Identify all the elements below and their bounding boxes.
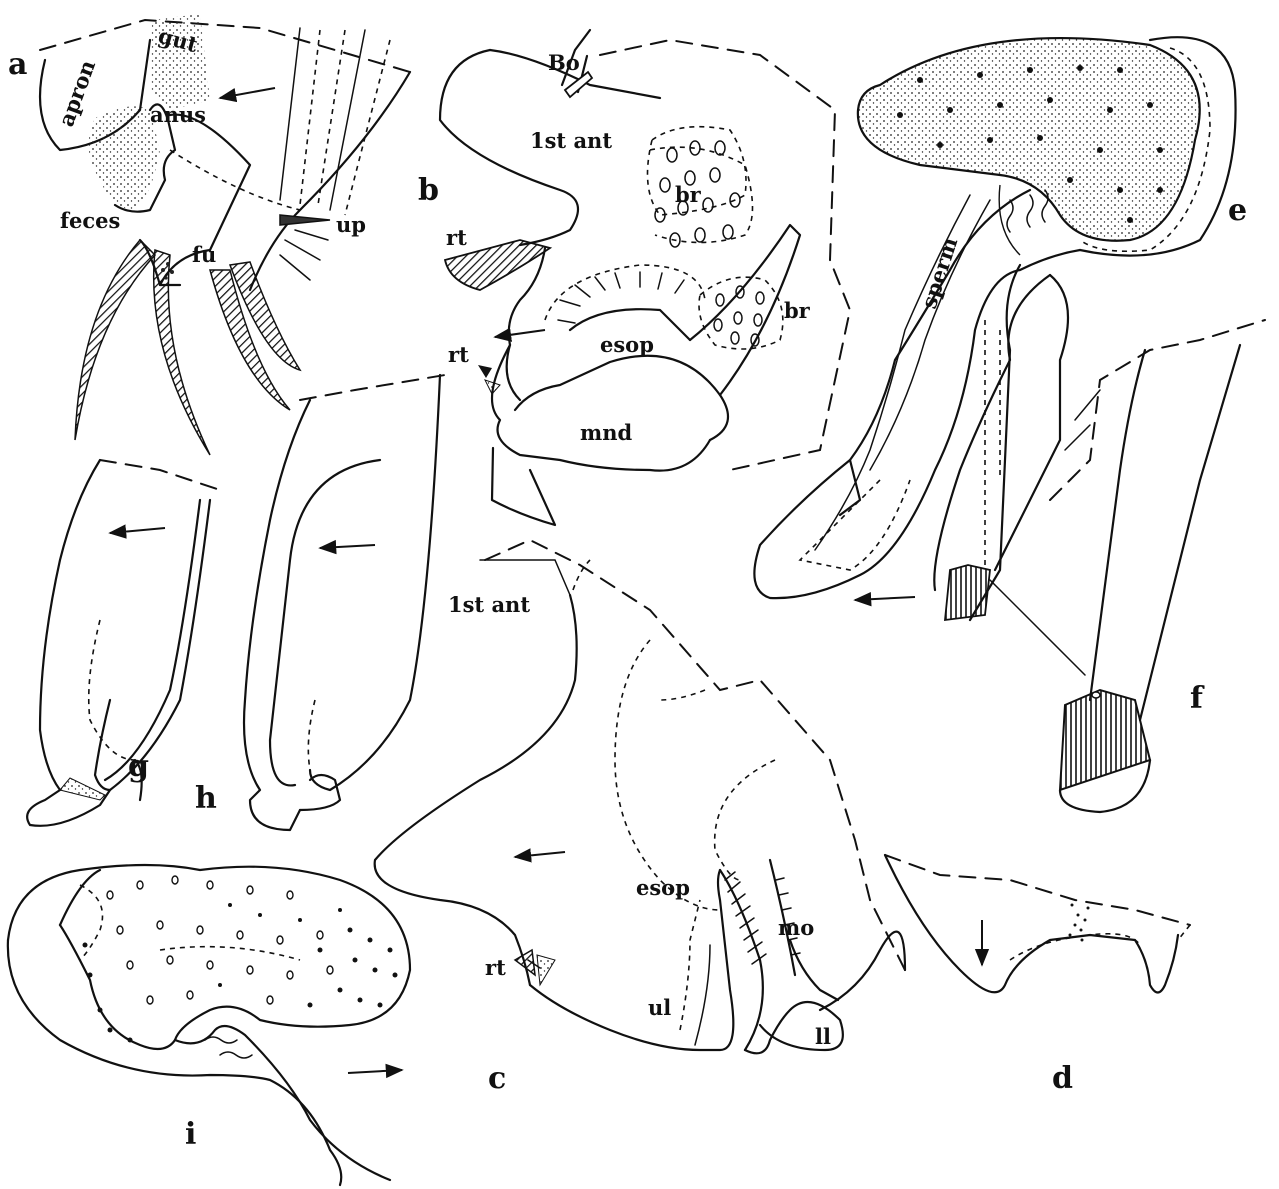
panel-b-drawing [440, 30, 850, 525]
panel-i-drawing [8, 865, 410, 1185]
panel-d-drawing [885, 855, 1190, 993]
label-mo: mo [778, 915, 814, 940]
panel-d-letter: d [1052, 1061, 1073, 1096]
label-anus: anus [150, 102, 206, 127]
panel-a-letter: a [8, 47, 27, 82]
label-c-esop: esop [636, 875, 690, 900]
panel-i-letter: i [185, 1117, 196, 1152]
label-feces: feces [60, 208, 120, 233]
panel-g-letter: g [128, 749, 149, 784]
label-c-1st-ant: 1st ant [448, 592, 530, 617]
panel-f-letter: f [1190, 681, 1205, 716]
label-br-lower: br [784, 298, 811, 323]
label-b-rt-lower: rt [448, 342, 469, 367]
label-ll: ll [815, 1024, 831, 1049]
panel-b-letter: b [418, 173, 439, 208]
label-b-esop: esop [600, 332, 654, 357]
panel-g-drawing [27, 460, 220, 826]
label-ul: ul [648, 995, 671, 1020]
panel-c-drawing [375, 540, 905, 1053]
label-br-upper: br [675, 182, 702, 207]
panel-h-drawing [244, 375, 445, 830]
panel-e-letter: e [1228, 193, 1247, 228]
panel-e-drawing [754, 37, 1235, 620]
label-b-rt-upper: rt [446, 225, 467, 250]
label-up: up [336, 212, 366, 237]
panel-f-drawing [990, 320, 1265, 812]
label-c-rt: rt [485, 955, 506, 980]
label-b-1st-ant: 1st ant [530, 128, 612, 153]
label-fu: fu [192, 242, 216, 267]
label-apron: apron [53, 57, 100, 130]
panel-h-letter: h [195, 781, 217, 816]
label-sperm: sperm [916, 234, 962, 311]
label-mnd: mnd [580, 420, 632, 445]
label-bo: Bo [548, 50, 580, 75]
panel-c-letter: c [488, 1061, 506, 1096]
